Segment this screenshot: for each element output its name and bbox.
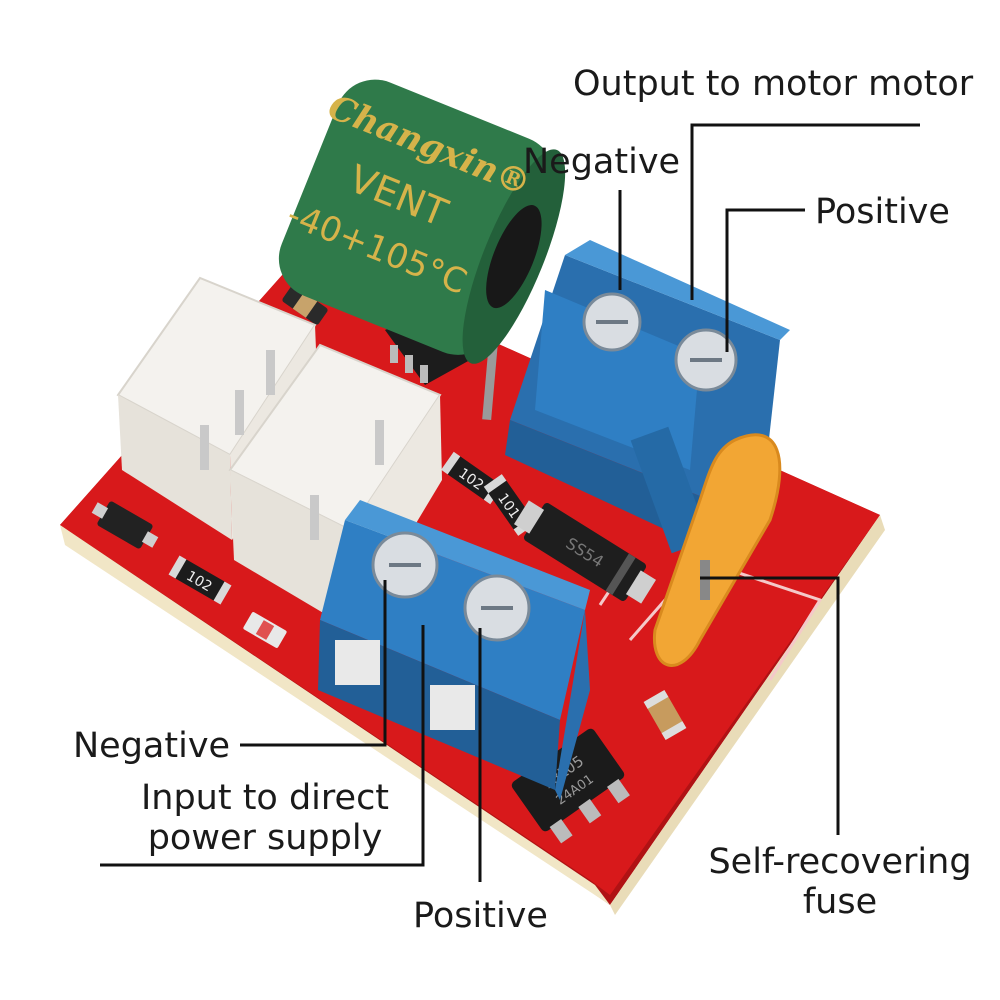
label-input-positive: Positive bbox=[413, 896, 548, 936]
label-fuse: Self-recovering fuse bbox=[695, 842, 985, 923]
self-recovering-fuse bbox=[652, 433, 782, 667]
label-input-supply-line2: power supply bbox=[147, 818, 383, 859]
input-terminal-block bbox=[318, 500, 590, 800]
label-output-positive: Positive bbox=[815, 192, 950, 232]
output-terminal-block bbox=[505, 240, 790, 555]
electrolytic-capacitor: Changxin® VENT -40+105°C bbox=[278, 79, 566, 421]
leader-lines bbox=[100, 123, 920, 882]
label-input-supply: Input to direct power supply bbox=[130, 778, 400, 859]
label-input-supply-line1: Input to direct bbox=[140, 778, 390, 818]
label-input-negative: Negative bbox=[73, 726, 231, 766]
label-output-to-motor: Output to motor motor bbox=[573, 64, 974, 104]
label-fuse-line1: Self-recovering bbox=[708, 842, 972, 882]
label-fuse-line2: fuse bbox=[802, 882, 878, 923]
label-output-negative: Negative bbox=[523, 142, 681, 182]
